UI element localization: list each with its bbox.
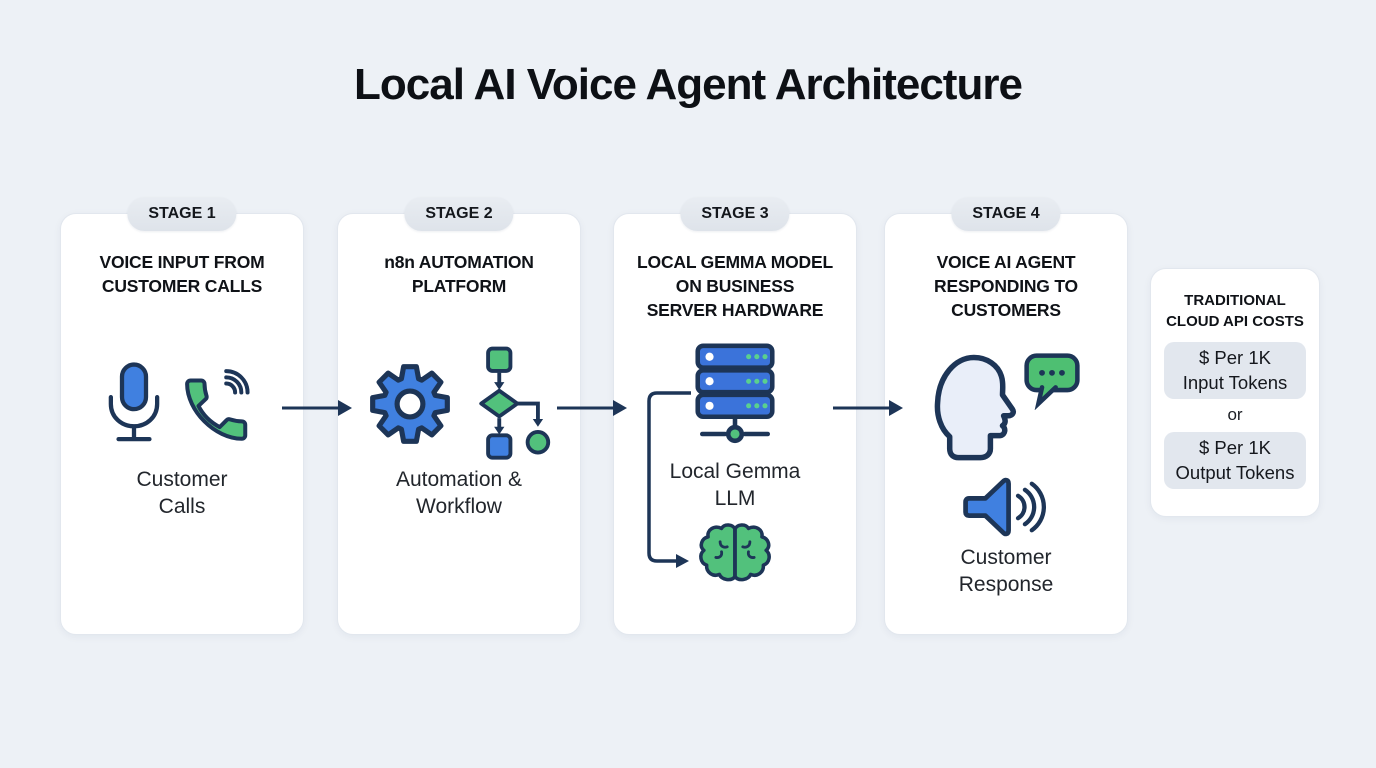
stage-1-caption: Customer Calls: [136, 468, 228, 519]
stage-card-3: STAGE 3 LOCAL GEMMA MODEL ON BUSINESS SE…: [613, 197, 857, 635]
stage-2-caption: Automation & Workflow: [395, 468, 523, 519]
gear-icon: [370, 364, 450, 444]
brain-icon: [699, 523, 771, 582]
stage-2-icons: [338, 342, 580, 466]
stage-4-icons: [885, 352, 1127, 476]
speech-bubble-icon: [1024, 353, 1080, 410]
stage-1-heading: VOICE INPUT FROM CUSTOMER CALLS: [99, 252, 265, 297]
cloud-cost-panel: TRADITIONAL CLOUD API COSTS $ Per 1K Inp…: [1150, 268, 1320, 517]
workflow-icon: [479, 346, 551, 460]
stage-1-icons: [61, 342, 303, 466]
flow-arrow-2: [557, 400, 627, 416]
stage-3-caption: Local Gemma LLM: [669, 460, 801, 511]
stage-1-badge: STAGE 1: [127, 197, 237, 231]
cost-panel-heading: TRADITIONAL CLOUD API COSTS: [1166, 292, 1304, 330]
stage-3-icons: [614, 342, 856, 446]
page-title: Local AI Voice Agent Architecture: [354, 60, 1023, 109]
server-icon: [695, 343, 775, 444]
flow-arrow-3: [833, 400, 903, 416]
stage-2-heading: n8n AUTOMATION PLATFORM: [384, 252, 534, 297]
stage-card-1: STAGE 1 VOICE INPUT FROM CUSTOMER CALLS …: [60, 197, 304, 635]
stage-4-badge: STAGE 4: [951, 197, 1061, 231]
stage-card-2: STAGE 2 n8n AUTOMATION PLATFORM Automati…: [337, 197, 581, 635]
stage-card-4: STAGE 4 VOICE AI AGENT RESPONDING TO CUS…: [884, 197, 1128, 635]
stage-3-badge: STAGE 3: [680, 197, 790, 231]
or-separator: or: [1227, 405, 1243, 424]
output-tokens-chip: $ Per 1K Output Tokens: [1164, 432, 1306, 489]
head-profile-icon: [934, 354, 1016, 461]
stage-3-heading: LOCAL GEMMA MODEL ON BUSINESS SERVER HAR…: [637, 252, 833, 321]
speaker-icon: [963, 477, 1046, 537]
input-tokens-chip: $ Per 1K Input Tokens: [1164, 342, 1306, 399]
stage-4-caption: Customer Response: [958, 546, 1054, 597]
stage-4-heading: VOICE AI AGENT RESPONDING TO CUSTOMERS: [934, 252, 1078, 321]
flow-arrow-1: [282, 400, 352, 416]
stage-2-badge: STAGE 2: [404, 197, 514, 231]
phone-call-icon: [185, 369, 250, 441]
microphone-icon: [108, 362, 160, 442]
